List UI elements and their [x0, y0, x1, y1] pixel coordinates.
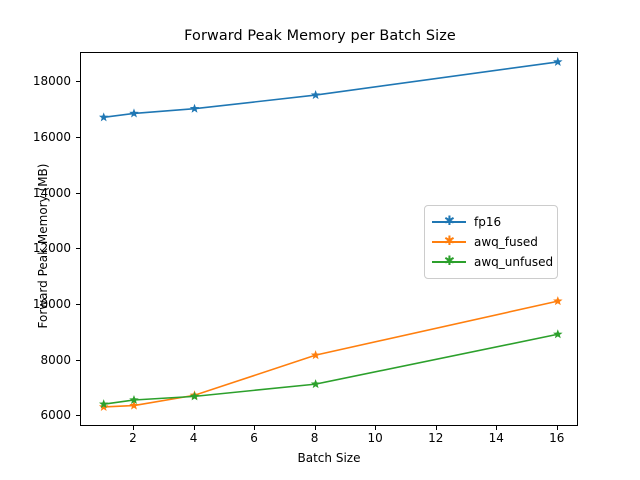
data-point-awq_unfused-4: [189, 391, 200, 401]
y-tick-label: 6000: [40, 408, 71, 423]
data-point-awq_unfused-8: [310, 379, 321, 389]
chart-title: Forward Peak Memory per Batch Size: [184, 28, 456, 44]
legend-label-2: awq_unfused: [474, 255, 554, 269]
legend-label-1: awq_fused: [474, 235, 538, 249]
series-line-fp16: [103, 61, 558, 119]
series-line-awq_fused: [103, 300, 558, 408]
legend-line-2: [432, 261, 466, 263]
data-point-awq_unfused-16: [553, 329, 563, 339]
x-tick-label: 10: [367, 431, 383, 445]
x-tick-label: 12: [428, 431, 444, 445]
star-icon: ✱: [444, 214, 455, 229]
legend-item-0[interactable]: ✱ fp16: [432, 212, 549, 232]
legend-item-2[interactable]: ✱ awq_unfused: [432, 252, 553, 272]
y-axis-label: Forward Peak Memory (MB): [36, 163, 50, 329]
star-icon: ✱: [444, 254, 455, 269]
series-canvas: [98, 56, 563, 411]
x-tick-label: 4: [189, 431, 198, 445]
legend-label-0: fp16: [474, 215, 502, 229]
x-tick-label: 8: [310, 431, 319, 445]
data-point-fp16-2: [129, 108, 139, 118]
star-icon: ✱: [444, 234, 455, 249]
data-point-awq_unfused-2: [129, 394, 139, 405]
x-tick-label: 2: [129, 431, 137, 445]
data-point-fp16-16: [553, 56, 563, 66]
data-point-awq_fused-16: [553, 296, 563, 306]
legend-line-1: [432, 241, 466, 243]
data-point-awq_unfused-1: [98, 399, 109, 409]
series-line-awq_unfused: [103, 333, 558, 405]
data-point-awq_fused-8: [310, 350, 321, 360]
data-point-awq_fused-2: [129, 400, 139, 410]
data-point-fp16-8: [310, 90, 321, 100]
x-axis-label: Batch Size: [297, 451, 361, 465]
x-tick-label: 16: [549, 431, 565, 445]
data-point-fp16-4: [189, 103, 200, 113]
legend-swatch-2: ✱: [432, 255, 466, 269]
legend-swatch-1: ✱: [432, 235, 466, 249]
data-point-awq_fused-1: [98, 401, 109, 411]
legend: ✱ fp16 ✱ awq_fused ✱ awq_unfused: [424, 205, 558, 279]
x-tick-label: 14: [488, 431, 504, 445]
legend-item-1[interactable]: ✱ awq_fused: [432, 232, 549, 252]
legend-swatch-0: ✱: [432, 215, 466, 229]
legend-line-0: [432, 221, 466, 223]
y-tick-label: 18000: [32, 74, 71, 89]
data-point-fp16-1: [98, 112, 109, 122]
x-tick-label: 6: [250, 431, 258, 445]
